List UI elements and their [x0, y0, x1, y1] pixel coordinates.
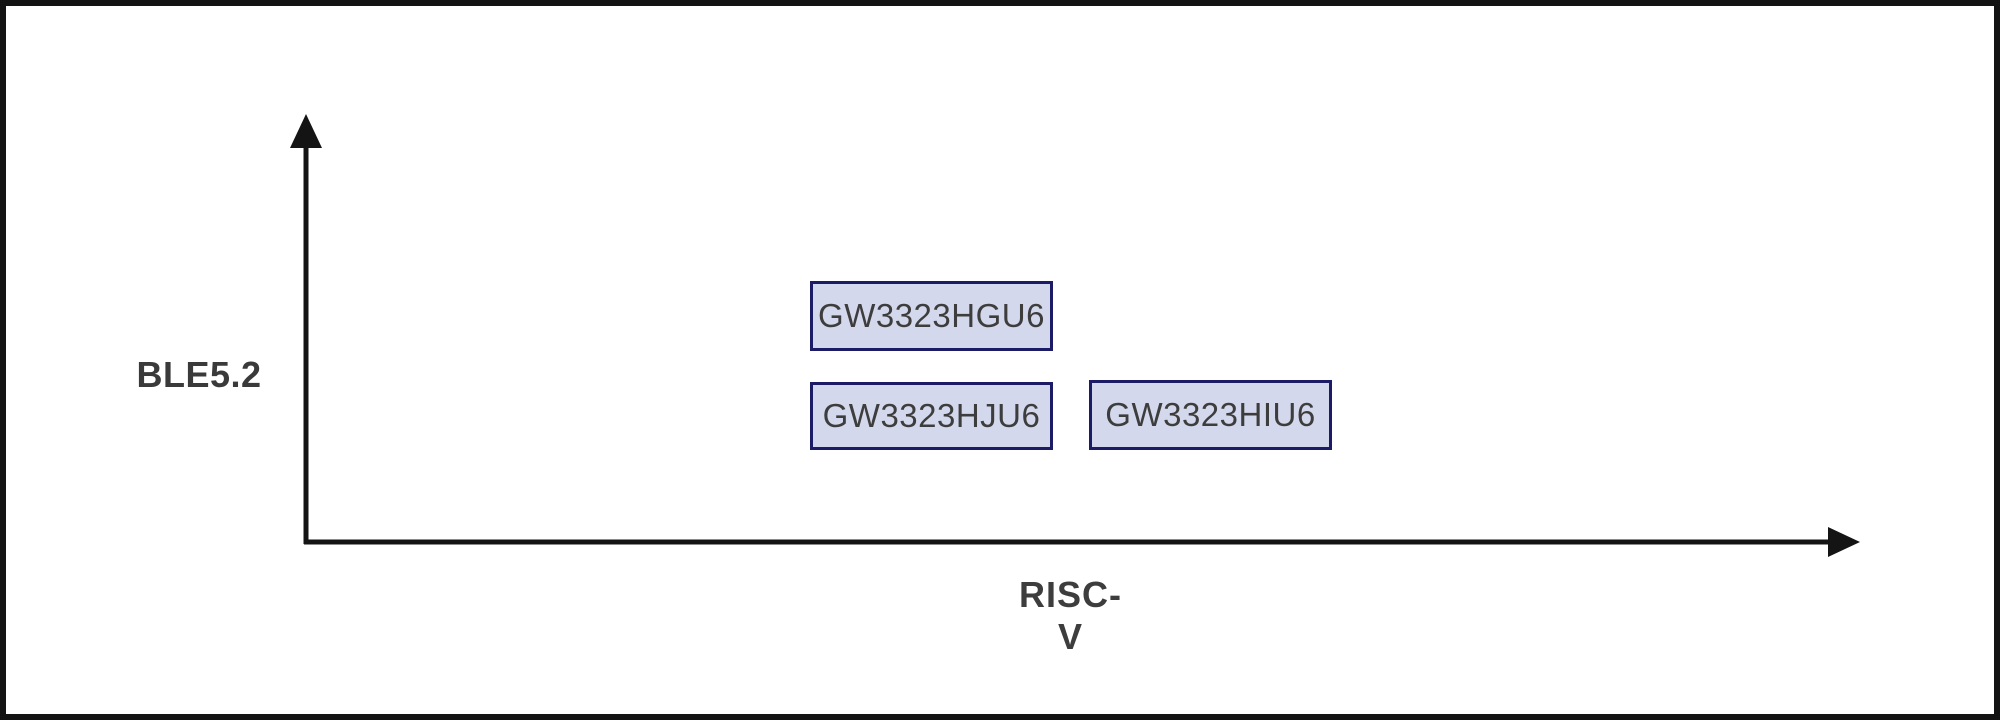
- axes: [290, 114, 1860, 557]
- node-gw3323hgu6: GW3323HGU6: [810, 281, 1053, 351]
- y-axis-arrowhead-icon: [290, 114, 322, 148]
- y-axis-label: BLE5.2: [136, 354, 262, 395]
- node-gw3323hju6: GW3323HJU6: [810, 382, 1053, 450]
- x-axis-arrowhead-icon: [1828, 527, 1860, 557]
- x-axis-label: RISC-V: [1019, 574, 1122, 657]
- node-gw3323hiu6: GW3323HIU6: [1089, 380, 1332, 450]
